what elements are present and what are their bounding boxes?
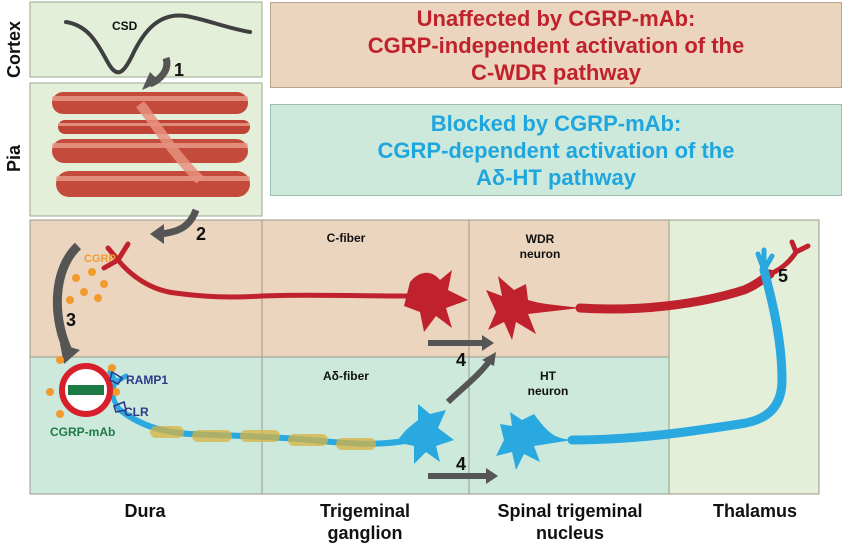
pial-vessels <box>52 92 250 197</box>
row-label-pia: Pia <box>4 144 24 172</box>
step-1: 1 <box>174 60 184 80</box>
spinal-label-line2: nucleus <box>535 523 605 543</box>
ht-label-line1: HT <box>540 369 557 383</box>
step-3: 3 <box>66 310 76 330</box>
receptor-marks <box>109 370 127 413</box>
csd-label: CSD <box>112 19 138 33</box>
banner-blocked: Blocked by CGRP-mAb: CGRP-dependent acti… <box>270 104 842 196</box>
banner-blocked-line3: Aδ-HT pathway <box>475 164 636 190</box>
column-label-dura: Dura <box>70 500 220 522</box>
step-numbers: 1 2 3 4 4 5 <box>66 60 788 474</box>
cgrp-mab-block-symbol <box>59 363 113 417</box>
thalamic-red-terminal <box>767 239 811 277</box>
a-delta-soma <box>396 404 454 464</box>
myelin-segments <box>150 426 376 450</box>
banner-blocked-line2: CGRP-dependent activation of the <box>377 137 735 163</box>
ht-projection <box>567 265 787 445</box>
c-fiber-soma <box>404 270 468 332</box>
nucleus-top-zone <box>468 219 670 358</box>
wdr-label-line1: WDR <box>526 232 555 246</box>
banner-unaffected-line1: Unaffected by CGRP-mAb: <box>416 5 696 31</box>
csd-wave <box>64 13 252 75</box>
banner-unaffected: Unaffected by CGRP-mAb: CGRP-independent… <box>270 2 842 88</box>
column-label-spinal-trigeminal-nucleus: Spinal trigeminal nucleus <box>470 500 670 544</box>
c-fiber-terminal <box>101 241 131 271</box>
trigeminal-label-line1: Trigeminal <box>319 501 411 521</box>
thalamic-blue-terminal <box>755 247 775 273</box>
step-4-upper: 4 <box>456 350 466 370</box>
banner-blocked-line1: Blocked by CGRP-mAb: <box>430 110 682 136</box>
arrow-3 <box>52 242 82 358</box>
trigeminal-label-line2: ganglion <box>327 523 403 543</box>
banner-unaffected-line3: C-WDR pathway <box>471 59 641 85</box>
thalamus-zone <box>668 219 820 495</box>
wdr-neuron-soma <box>486 276 580 340</box>
dura-top-zone <box>29 219 263 358</box>
banner-unaffected-line2: CGRP-independent activation of the <box>367 32 745 58</box>
a-delta-pathway <box>107 247 787 470</box>
column-label-trigeminal-ganglion: Trigeminal ganglion <box>290 500 440 544</box>
cgrp-mab-label: CGRP-mAb <box>50 425 115 439</box>
nucleus-bottom-zone <box>468 356 670 495</box>
ht-label-line2: neuron <box>528 384 569 398</box>
thalamus-label: Thalamus <box>712 501 798 521</box>
column-label-thalamus: Thalamus <box>680 500 830 522</box>
wdr-projection <box>575 269 775 314</box>
step-4-lower: 4 <box>456 454 466 474</box>
c-fiber-pathway <box>101 239 811 340</box>
wdr-label-line2: neuron <box>520 247 561 261</box>
ramp1-label: RAMP1 <box>126 373 168 387</box>
cgrp-label: CGRP <box>84 253 116 265</box>
arrow-4-upper-b <box>445 358 493 405</box>
step-arrows <box>52 56 498 484</box>
cgrp-particles <box>46 268 120 418</box>
arrow-2 <box>159 208 200 238</box>
ht-neuron-soma <box>496 412 572 470</box>
step-2: 2 <box>196 224 206 244</box>
dura-label: Dura <box>124 501 166 521</box>
a-delta-fiber-label: Aδ-fiber <box>323 369 369 383</box>
cortex-panel <box>29 1 263 78</box>
c-fiber-label: C-fiber <box>327 231 366 245</box>
step-5: 5 <box>778 266 788 286</box>
row-label-cortex: Cortex <box>4 20 24 78</box>
clr-label: CLR <box>124 405 149 419</box>
spinal-label-line1: Spinal trigeminal <box>497 501 643 521</box>
